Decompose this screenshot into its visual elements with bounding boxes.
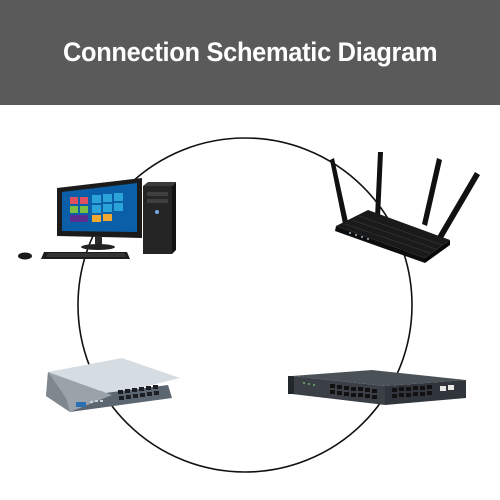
connection-circle — [77, 137, 413, 473]
wifi-router-icon — [330, 152, 480, 263]
rack-switch-icon — [288, 370, 466, 405]
desktop-computer-icon — [18, 178, 176, 260]
header-bar: Connection Schematic Diagram — [0, 0, 500, 105]
network-switch-icon — [46, 358, 180, 412]
page-title: Connection Schematic Diagram — [62, 37, 438, 67]
